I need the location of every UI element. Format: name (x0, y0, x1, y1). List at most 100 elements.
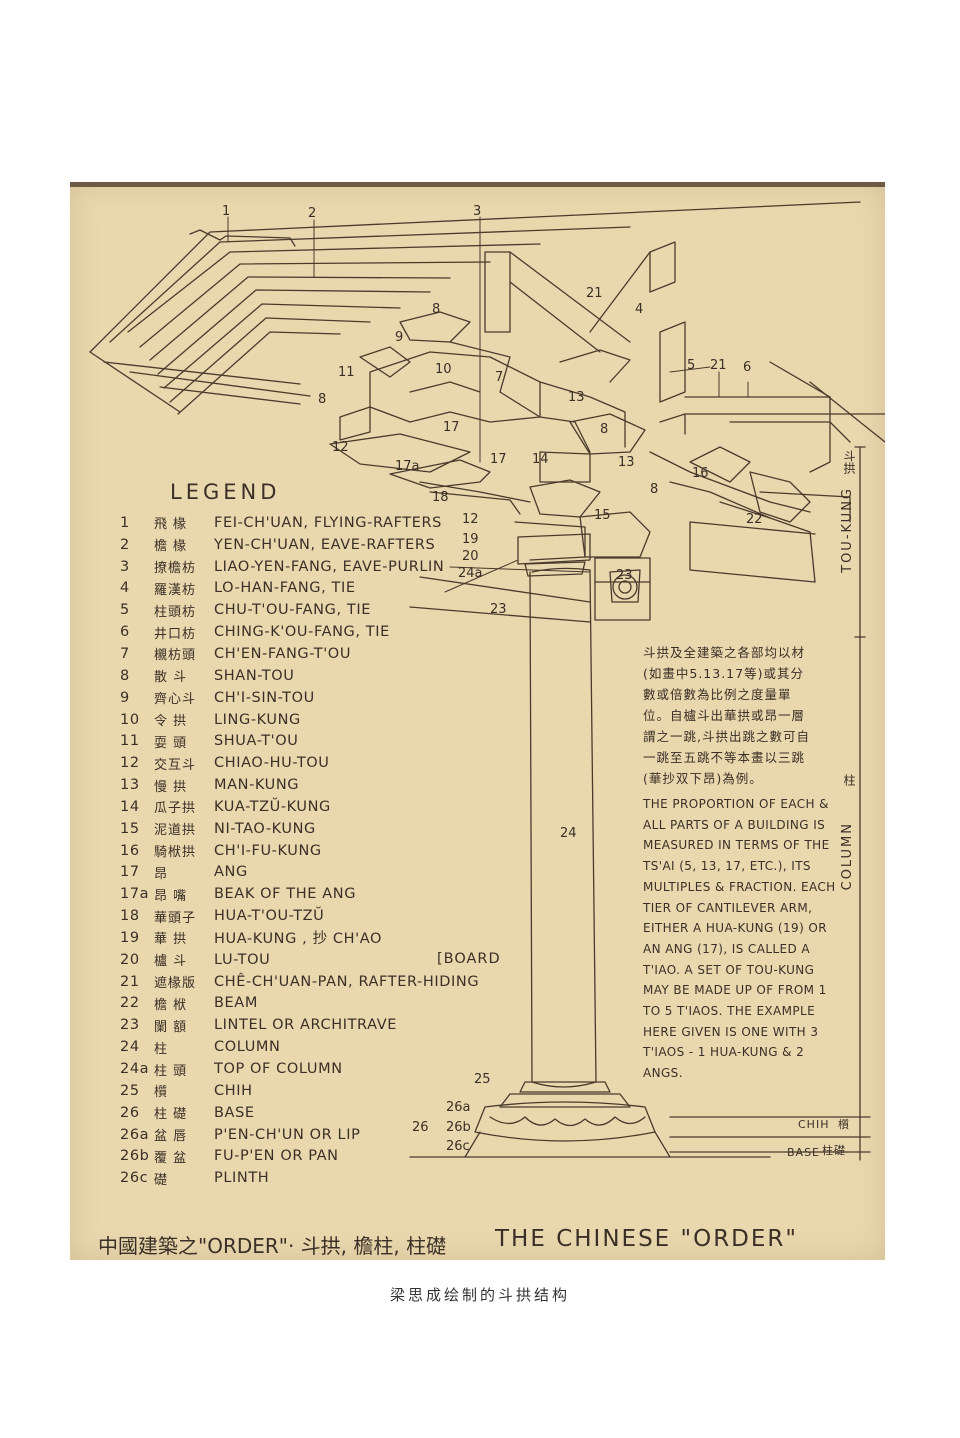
label-17b: 17 (490, 452, 507, 467)
tou-kung-cn-label: 斗拱 (842, 450, 856, 474)
label-8c: 8 (600, 422, 609, 437)
legend-item-num: 17 (120, 864, 140, 881)
legend-item-cn: 羅漢枋 (154, 582, 197, 598)
column-shaft-drawing (529, 567, 597, 1088)
label-26: 26 (412, 1120, 429, 1135)
label-8b: 8 (318, 392, 327, 407)
legend-item-num: 6 (120, 624, 130, 641)
legend-item-num: 14 (120, 798, 140, 815)
label-8d: 8 (650, 482, 659, 497)
legend-item-cn: 撩檐枋 (154, 561, 197, 577)
legend-item-en: CHU-T'OU-FANG, TIE (214, 602, 371, 619)
base-cn-label: 柱礎 (822, 1144, 846, 1157)
legend-title: LEGEND (170, 480, 281, 504)
legend-item-num: 19 (120, 929, 140, 946)
legend-item-en: HUA-KUNG , 抄 CH'AO (214, 931, 382, 948)
legend-item-cn: 井口枋 (154, 626, 197, 642)
base-label: BASE (787, 1146, 821, 1159)
legend-item-en: CHIAO-HU-TOU (214, 755, 330, 772)
legend-item-cn: 柱 (154, 1041, 169, 1057)
legend-item-en: BEAM (214, 995, 258, 1012)
label-24: 24 (560, 826, 577, 841)
legend-item-num: 1 (120, 514, 130, 531)
legend-item-cn: 昂 嘴 (154, 888, 188, 904)
label-3: 3 (473, 204, 482, 219)
legend-item: 22 檐 栿 BEAM (120, 993, 520, 1015)
legend-item-num: 11 (120, 733, 140, 750)
label-18: 18 (432, 490, 449, 505)
legend-item-cn: 耍 頭 (154, 735, 188, 751)
chinese-note: 斗拱及全建築之各部均以材(如畫中5.13.17等)或其分數或倍數為比例之度量單位… (643, 645, 810, 786)
legend-item-en: LING-KUNG (214, 711, 301, 728)
legend-item-num: 26c (120, 1170, 149, 1187)
legend-item-num: 5 (120, 602, 130, 619)
legend-item-en: CH'I-FU-KUNG (214, 842, 322, 859)
legend-item-num: 7 (120, 645, 130, 662)
legend-item: 11 耍 頭 SHUA-T'OU (120, 730, 520, 752)
label-13a: 13 (568, 390, 585, 405)
legend-item-num: 3 (120, 558, 130, 575)
legend-item-en: FU-P'EN OR PAN (214, 1148, 339, 1165)
legend-item-cn: 交互斗 (154, 757, 197, 773)
label-21b: 21 (710, 358, 727, 373)
legend-item-cn: 檐 椽 (154, 539, 188, 555)
column-capital-drawing (517, 533, 591, 577)
legend-item-en: P'EN-CH'UN OR LIP (214, 1126, 361, 1143)
chih-cn-label: 櫍 (838, 1118, 850, 1131)
footer-chinese-title: 中國建築之"ORDER"· 斗拱, 檐柱, 柱礎 (98, 1234, 447, 1258)
legend-item-en: TOP OF COLUMN (214, 1061, 343, 1078)
legend-item-en: NI-TAO-KUNG (214, 820, 316, 837)
label-24a: 24a (458, 566, 483, 581)
label-4: 4 (635, 302, 644, 317)
legend-item-num: 22 (120, 995, 140, 1012)
legend-item-en: CH'I-SIN-TOU (214, 689, 315, 706)
legend-item-en: YEN-CH'UAN, EAVE-RAFTERS (214, 536, 436, 553)
sheet-top-border (70, 182, 885, 187)
legend-item-en: CHÊ-CH'UAN-PAN, RAFTER-HIDING (214, 973, 480, 990)
legend-item-en: BEAK OF THE ANG (214, 886, 357, 903)
label-26b: 26b (446, 1120, 471, 1135)
legend-item-num: 16 (120, 842, 140, 859)
bracket-set-drawing (329, 311, 851, 583)
legend-item-cn: 覆 盆 (154, 1150, 188, 1166)
legend-item-cn: 遮椽版 (154, 976, 197, 992)
legend-item-num: 24a (120, 1061, 150, 1078)
legend-item-en: MAN-KUNG (214, 777, 300, 794)
legend-item-en: SHAN-TOU (214, 667, 295, 684)
legend-item-cn: 柱 礎 (154, 1107, 188, 1123)
legend-item-num: 13 (120, 777, 140, 794)
legend-item-num: 26 (120, 1104, 140, 1121)
legend-item-cn: 瓜子拱 (154, 801, 197, 817)
legend-item-cn: 泥道拱 (154, 823, 197, 839)
label-14: 14 (532, 452, 549, 467)
dougong-drawing (89, 201, 885, 1161)
label-9: 9 (395, 330, 404, 345)
label-12a: 12 (332, 440, 349, 455)
legend-item-en: SHUA-T'OU (214, 733, 299, 750)
label-6: 6 (743, 360, 752, 375)
footer-english-title: THE CHINESE "ORDER" (495, 1226, 798, 1252)
legend-item-cn: 令 拱 (154, 714, 188, 730)
legend-item-en: FEI-CH'UAN, FLYING-RAFTERS (214, 514, 442, 531)
legend-item-cn: 慢 拱 (154, 779, 188, 795)
legend-item-cn: 檐 栿 (154, 997, 188, 1013)
legend-item-num: 26b (120, 1148, 150, 1165)
legend-item-en: LU-TOU (214, 951, 271, 968)
legend-item: 13 慢 拱 MAN-KUNG (120, 774, 520, 796)
label-7: 7 (495, 370, 504, 385)
board-note: [BOARD (437, 951, 501, 967)
legend-item-cn: 昂 (154, 866, 169, 882)
image-caption: 梁思成绘制的斗拱结构 (389, 1286, 570, 1304)
